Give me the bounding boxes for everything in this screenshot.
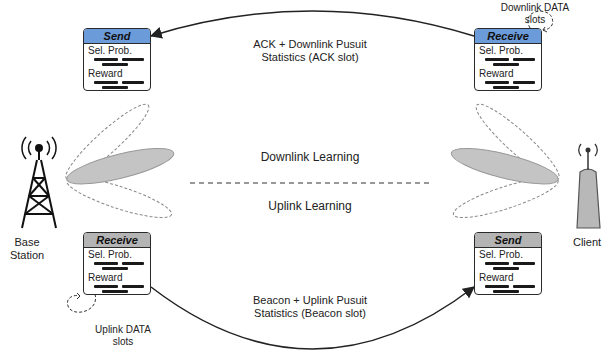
message-arrow xyxy=(151,11,474,36)
text-label: Uplink DATA slots xyxy=(86,324,160,348)
bar xyxy=(513,81,535,84)
message-arrow xyxy=(151,287,474,349)
edge-label: ACK + Downlink Pusuit Statistics (ACK sl… xyxy=(248,38,372,64)
field-label: Sel. Prob. xyxy=(84,248,150,261)
bar xyxy=(94,262,118,265)
text-label: Downlink Learning xyxy=(230,150,390,164)
bar xyxy=(513,285,535,288)
bar xyxy=(485,81,509,84)
field-label: Sel. Prob. xyxy=(475,248,541,261)
bar xyxy=(102,290,128,293)
bar xyxy=(485,58,509,61)
text-label: Uplink Learning xyxy=(230,199,390,213)
value-bars xyxy=(475,57,541,66)
value-bars xyxy=(475,80,541,89)
table-box: ReceiveSel. Prob. Reward xyxy=(83,232,151,295)
bar xyxy=(102,267,128,270)
field-label: Reward xyxy=(475,67,541,80)
loop-head xyxy=(77,293,80,299)
field-label: Sel. Prob. xyxy=(475,44,541,57)
bar xyxy=(102,86,128,89)
link-line xyxy=(190,182,432,183)
self-loop xyxy=(67,294,95,312)
table-header: Send xyxy=(84,29,150,44)
client-beams xyxy=(448,97,565,225)
table-box: SendSel. Prob. Reward xyxy=(474,232,542,295)
bar xyxy=(485,285,509,288)
text-label: Base Station xyxy=(2,236,52,262)
bar xyxy=(513,58,535,61)
bar xyxy=(102,63,128,66)
field-label: Sel. Prob. xyxy=(84,44,150,57)
bar xyxy=(122,81,144,84)
field-label: Reward xyxy=(84,271,150,284)
edge-label: Beacon + Uplink Pusuit Statistics (Beaco… xyxy=(248,294,372,320)
value-bars xyxy=(84,57,150,66)
bar xyxy=(122,285,144,288)
field-label: Reward xyxy=(84,67,150,80)
value-bars xyxy=(84,80,150,89)
table-header: Receive xyxy=(84,233,150,248)
table-box: ReceiveSel. Prob. Reward xyxy=(474,28,542,91)
bar xyxy=(493,63,519,66)
value-bars xyxy=(84,261,150,270)
value-bars xyxy=(84,284,150,293)
field-label: Reward xyxy=(475,271,541,284)
value-bars xyxy=(475,284,541,293)
bar xyxy=(94,285,118,288)
bar xyxy=(485,262,509,265)
table-box: SendSel. Prob. Reward xyxy=(83,28,151,91)
bar xyxy=(493,86,519,89)
bar xyxy=(493,290,519,293)
text-label: Client xyxy=(560,236,614,249)
bar xyxy=(513,262,535,265)
text-label: Downlink DATA slots xyxy=(498,2,572,26)
table-header: Send xyxy=(475,233,541,248)
bar xyxy=(122,262,144,265)
tower-icon xyxy=(22,137,56,228)
bar xyxy=(94,81,118,84)
loop-head xyxy=(543,27,547,32)
client-icon xyxy=(577,144,600,228)
value-bars xyxy=(475,261,541,270)
table-header: Receive xyxy=(475,29,541,44)
bar xyxy=(94,58,118,61)
bar xyxy=(122,58,144,61)
base-beams xyxy=(59,97,176,225)
bar xyxy=(493,267,519,270)
